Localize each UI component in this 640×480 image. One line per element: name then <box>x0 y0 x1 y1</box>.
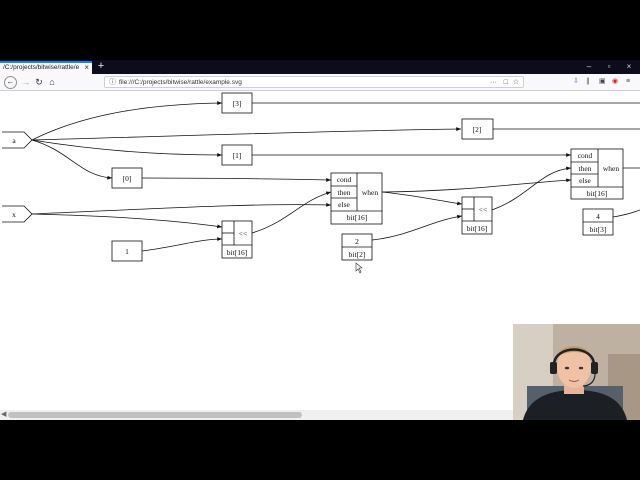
nav-toolbar: ← → ↻ ⌂ ⓘ file:///C:/projects/bitwise/ra… <box>0 74 640 91</box>
home-button[interactable]: ⌂ <box>49 77 55 87</box>
scroll-left-arrow-icon[interactable]: ◀ <box>1 411 7 418</box>
index-node-2: [2] <box>461 118 494 140</box>
svg-text:bit[2]: bit[2] <box>349 250 366 259</box>
shift-node-1: << bit[16] <box>221 220 253 259</box>
svg-text:[2]: [2] <box>473 125 482 134</box>
svg-text:<<: << <box>239 229 247 238</box>
svg-text:[1]: [1] <box>233 151 242 160</box>
input-port-x: x <box>2 205 33 223</box>
back-button[interactable]: ← <box>4 76 17 89</box>
svg-text:when: when <box>603 164 619 173</box>
scrollbar-thumb[interactable] <box>8 412 302 418</box>
svg-viewport: a x [3] [2] [1] [0] <box>0 91 640 420</box>
svg-text:cond: cond <box>337 175 352 184</box>
webcam-overlay <box>513 324 640 420</box>
downloads-icon[interactable]: ⇩ <box>573 78 579 85</box>
svg-text:x: x <box>12 210 16 219</box>
svg-text:else: else <box>579 176 591 185</box>
bookmark-star-icon[interactable]: ☆ <box>512 79 519 86</box>
svg-text:then: then <box>338 188 351 197</box>
svg-text:<<: << <box>479 205 487 214</box>
input-port-a: a <box>2 131 33 149</box>
presenter-video <box>513 324 640 420</box>
index-node-3: [3] <box>221 92 253 114</box>
svg-text:a: a <box>12 136 16 145</box>
svg-text:bit[3]: bit[3] <box>590 225 607 234</box>
mux-node-1: cond then else when bit[16] <box>330 172 383 225</box>
sidebar-icon[interactable]: ▣ <box>599 78 606 85</box>
library-icon[interactable]: ∥ <box>586 78 590 85</box>
edges <box>31 101 640 252</box>
index-node-1: [1] <box>221 144 253 166</box>
constant-node-4: 4 bit[3] <box>582 208 614 236</box>
shift-node-2: << bit[16] <box>461 196 493 235</box>
maximize-button[interactable]: ▫ <box>607 62 611 71</box>
mouse-cursor-icon <box>355 262 363 274</box>
svg-text:bit[16]: bit[16] <box>227 248 247 257</box>
forward-button[interactable]: → <box>21 77 31 87</box>
svg-text:2: 2 <box>355 237 359 246</box>
constant-node-1: 1 <box>111 240 143 262</box>
svg-text:bit[16]: bit[16] <box>347 213 367 222</box>
svg-text:when: when <box>362 188 378 197</box>
index-node-0: [0] <box>111 167 143 189</box>
close-tab-icon[interactable]: × <box>84 63 89 72</box>
constant-node-2: 2 bit[2] <box>341 233 373 261</box>
reload-button[interactable]: ↻ <box>35 77 43 87</box>
new-tab-button[interactable]: + <box>97 60 105 72</box>
svg-text:[0]: [0] <box>123 174 132 183</box>
tab-active[interactable]: /C:/projects/bitwise/rattle/example × <box>0 61 92 74</box>
url-bar[interactable]: ⓘ file:///C:/projects/bitwise/rattle/exa… <box>104 76 524 88</box>
page-actions-icon[interactable]: ··· <box>490 79 497 86</box>
url-text: file:///C:/projects/bitwise/rattle/examp… <box>119 79 242 86</box>
mux-node-2: cond then else when bit[16] <box>570 148 624 200</box>
svg-text:bit[16]: bit[16] <box>467 224 487 233</box>
page-info-icon[interactable]: ⓘ <box>109 79 116 86</box>
svg-text:[3]: [3] <box>233 99 242 108</box>
svg-text:else: else <box>338 200 350 209</box>
svg-text:4: 4 <box>596 212 600 221</box>
tab-strip: /C:/projects/bitwise/rattle/example × + … <box>0 60 640 74</box>
menu-icon[interactable]: ≡ <box>626 78 631 85</box>
svg-text:bit[16]: bit[16] <box>587 189 607 198</box>
extension-icon[interactable]: ◉ <box>612 78 619 85</box>
minimize-button[interactable]: – <box>586 62 592 71</box>
svg-text:then: then <box>579 164 592 173</box>
close-window-button[interactable]: × <box>626 62 632 71</box>
svg-text:cond: cond <box>578 151 593 160</box>
screen: /C:/projects/bitwise/rattle/example × + … <box>0 60 640 420</box>
pocket-icon[interactable]: □ <box>503 79 508 86</box>
circuit-diagram: a x [3] [2] [1] [0] <box>2 92 640 274</box>
tab-title: /C:/projects/bitwise/rattle/example <box>3 64 79 71</box>
horizontal-scrollbar[interactable]: ◀ <box>0 410 640 420</box>
svg-text:1: 1 <box>125 247 129 256</box>
